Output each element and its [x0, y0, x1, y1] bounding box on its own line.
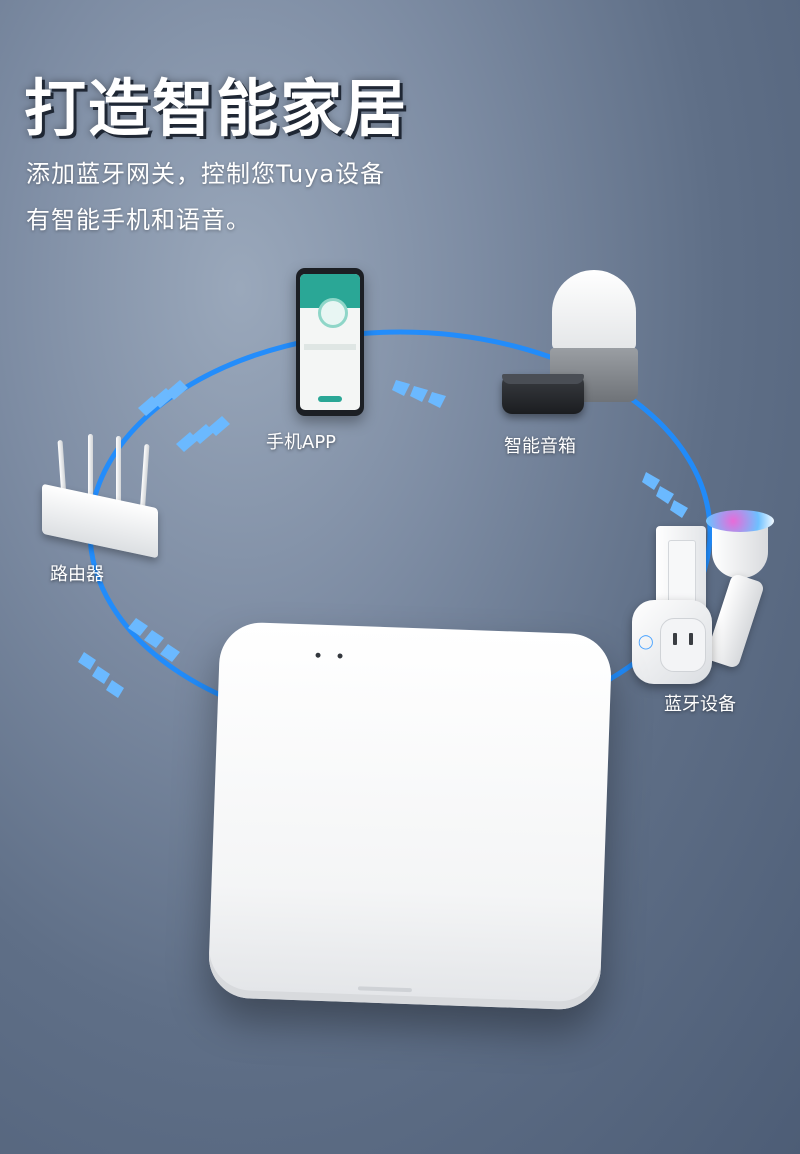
smart-bulb-image	[706, 510, 774, 580]
smartphone-image	[296, 268, 364, 416]
arrow-icon	[128, 618, 180, 662]
indicator-light	[337, 653, 343, 659]
smart-plug-image: ◯	[632, 600, 712, 684]
power-icon: ◯	[638, 634, 654, 650]
label-phone-app: 手机APP	[266, 432, 337, 453]
label-router: 路由器	[50, 564, 104, 585]
arrow-icon	[176, 416, 230, 452]
arrow-icon	[642, 472, 688, 518]
arrow-icon	[78, 652, 124, 698]
subtitle-line-1: 添加蓝牙网关，控制您Tuya设备	[26, 160, 386, 188]
reset-slot	[357, 986, 412, 993]
page-title: 打造智能家居	[24, 72, 409, 145]
gateway-hub-image	[207, 621, 613, 1011]
label-bluetooth-devices: 蓝牙设备	[664, 694, 736, 715]
indicator-light	[315, 652, 321, 658]
echo-speaker-image	[502, 374, 584, 414]
router-antennas	[50, 430, 160, 517]
subtitle-line-2: 有智能手机和语音。	[26, 206, 251, 234]
label-smart-speaker: 智能音箱	[504, 436, 576, 457]
arrow-icon	[138, 380, 188, 416]
arrow-icon	[392, 380, 446, 408]
